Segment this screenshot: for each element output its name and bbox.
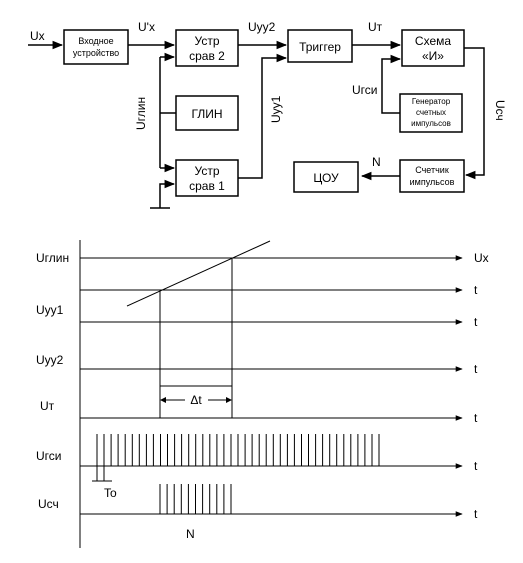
comparator2-label-1: Устр — [195, 34, 220, 48]
generator-label-1: Генератор — [412, 97, 451, 106]
comparator1-label-1: Устр — [195, 164, 220, 178]
timing-label-ut: Uт — [40, 399, 55, 413]
signal-ux-prime-label: U'x — [138, 20, 155, 34]
signal-usch-label: Uсч — [493, 100, 507, 121]
input-device-label-2: устройство — [73, 48, 119, 58]
timing-diagram: Uглин Uyy1 Uyy2 Uт Uгси Uсч Ux t t t t t… — [36, 240, 489, 548]
generator-pulse-train — [96, 434, 380, 466]
axis-end-t2: t — [474, 315, 478, 329]
trigger-block — [287, 29, 353, 63]
and-gate-label-2: «И» — [422, 49, 444, 63]
axis-end-t4: t — [474, 411, 478, 425]
axis-end-t6: t — [474, 507, 478, 521]
uyy1-wire — [238, 53, 288, 179]
block-diagram: Ux Входное устройство U'x Устр срав 2 Uy… — [28, 20, 507, 209]
comparator2-block — [175, 29, 239, 67]
ramp-voltage-line — [126, 240, 271, 307]
timing-label-uyy1: Uyy1 — [36, 303, 64, 317]
and-gate-block — [401, 29, 465, 67]
comparator1-block — [175, 159, 239, 197]
timing-label-ugsi: Uгси — [36, 449, 61, 463]
axis-end-t3: t — [474, 362, 478, 376]
delta-t-arrow-right — [226, 397, 232, 403]
timing-label-uyy2: Uyy2 — [36, 353, 64, 367]
input-device-label-1: Входное — [78, 36, 113, 46]
display-label: ЦОУ — [313, 171, 339, 185]
glin-label: ГЛИН — [192, 107, 223, 121]
period-label: To — [104, 486, 117, 500]
trigger-label: Триггер — [299, 40, 341, 54]
signal-ugsi-label: Uгси — [352, 83, 377, 97]
timing-label-uglin: Uглин — [36, 251, 69, 265]
counter-label-2: импульсов — [410, 177, 455, 187]
signal-n-label: N — [372, 155, 381, 169]
ground-to-comp1-wire — [159, 179, 176, 208]
comparator1-label-2: срав 1 — [189, 179, 225, 193]
generator-label-3: импульсов — [411, 119, 451, 128]
signal-uyy2-label: Uyy2 — [248, 20, 276, 34]
input-device-block — [63, 29, 129, 65]
axis-end-ux: Ux — [474, 251, 489, 265]
and-gate-label-1: Схема — [415, 34, 451, 48]
counter-pulse-train — [159, 484, 232, 514]
signal-ut-label: Uт — [368, 20, 383, 34]
and-to-counter-wire — [464, 47, 485, 180]
generator-label-2: счетных — [416, 108, 446, 117]
signal-uyy1-label: Uyy1 — [269, 95, 283, 123]
delta-t-label: Δt — [190, 393, 202, 407]
display-block — [293, 161, 359, 193]
signal-uglin-label: Uглин — [134, 97, 148, 130]
delta-t-arrow-left — [160, 397, 166, 403]
counter-label-1: Счетчик — [415, 165, 449, 175]
axis-end-t5: t — [474, 459, 478, 473]
axis-end-t1: t — [474, 283, 478, 297]
timing-label-usch: Uсч — [38, 497, 59, 511]
counter-block — [399, 159, 465, 193]
comparator2-label-2: срав 2 — [189, 49, 225, 63]
signal-ux-label: Ux — [30, 29, 45, 43]
generator-to-and-wire — [381, 54, 402, 114]
count-label: N — [186, 527, 195, 541]
